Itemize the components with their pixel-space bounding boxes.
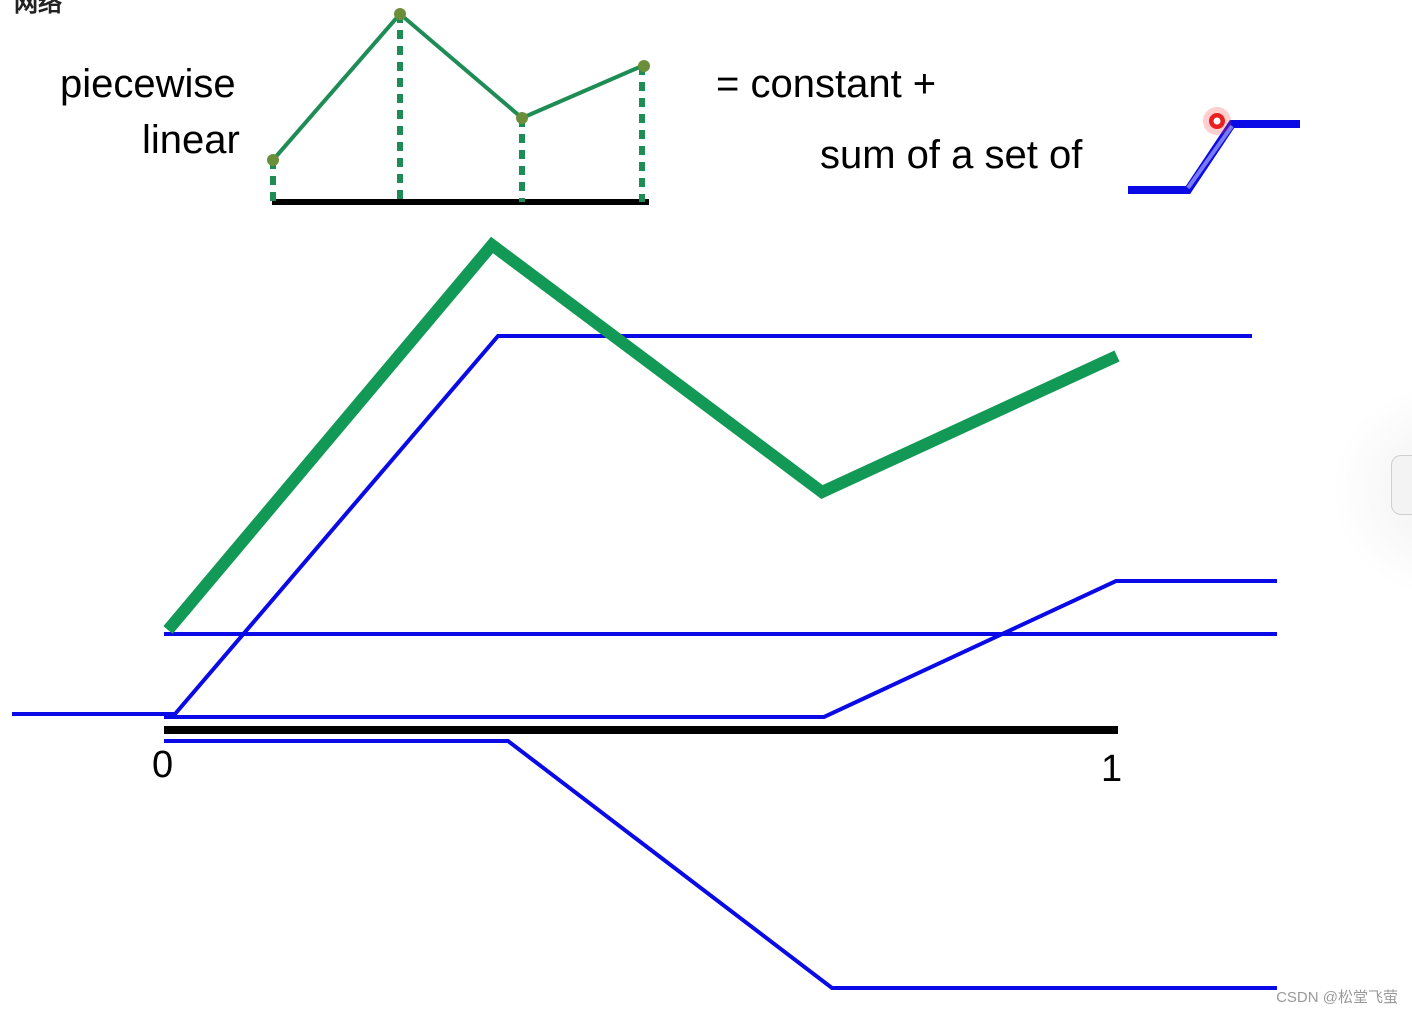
small-point-3 [516,112,528,124]
small-piecewise-curve [271,11,643,162]
small-point-1 [267,154,279,166]
axis-tick-zero: 0 [152,744,174,786]
corner-label: 网络 [14,0,62,17]
sigmoid-component-2 [164,579,1277,719]
linear-label: linear [142,118,240,162]
hard-sigmoid-icon [1128,120,1300,194]
small-point-2 [394,8,406,20]
axis-tick-one: 1 [1101,748,1123,790]
sum-of-set-label: sum of a set of [820,133,1083,177]
piecewise-label: piecewise [60,62,236,106]
sigmoid-component-3 [164,739,1277,990]
pointer-highlight [1203,107,1231,135]
sigmoid-component-1 [12,334,1252,716]
sigmoid-components [12,334,1277,990]
watermark: CSDN @松堂飞萤 [1276,989,1398,1006]
constant-label: = constant + [716,62,937,106]
side-scroll-handle[interactable] [1391,455,1412,515]
small-point-4 [638,60,650,72]
piecewise-linear-curve [163,236,1120,634]
small-piecewise-diagram [267,8,650,205]
